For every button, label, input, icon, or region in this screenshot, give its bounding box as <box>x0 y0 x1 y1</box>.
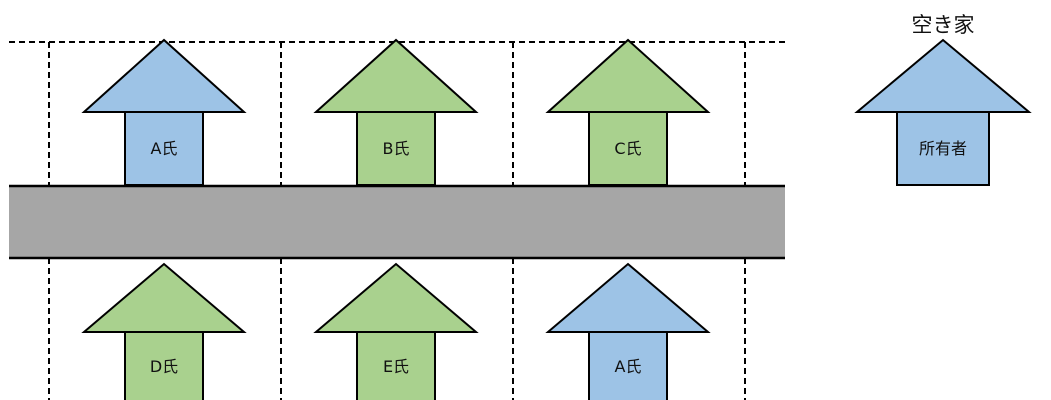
house-lower-2: E氏 <box>313 262 479 400</box>
legend-house-label: 所有者 <box>919 139 967 158</box>
house-owner-label: A氏 <box>151 139 178 158</box>
house-roof <box>545 262 711 333</box>
house-roof <box>81 262 247 333</box>
house-owner-label: B氏 <box>383 139 410 158</box>
house-roof <box>313 38 479 113</box>
legend-house: 所有者 <box>854 38 1032 186</box>
house-body <box>356 111 436 186</box>
house-lower-3: A氏 <box>545 262 711 400</box>
house-roof <box>854 38 1032 113</box>
house-upper-2: B氏 <box>313 38 479 186</box>
house-roof <box>81 38 247 113</box>
house-body <box>896 111 990 186</box>
house-lower-1: D氏 <box>81 262 247 400</box>
house-upper-3: C氏 <box>545 38 711 186</box>
lot-boundaries <box>9 41 785 400</box>
house-body <box>124 331 204 400</box>
house-roof <box>313 262 479 333</box>
house-owner-label: E氏 <box>383 357 409 376</box>
house-body <box>588 331 668 400</box>
house-owner-label: D氏 <box>150 357 178 376</box>
house-body <box>356 331 436 400</box>
legend-title: 空き家 <box>912 13 975 37</box>
house-owner-label: C氏 <box>614 139 641 158</box>
road <box>9 186 785 258</box>
house-owner-label: A氏 <box>615 357 642 376</box>
house-upper-1: A氏 <box>81 38 247 186</box>
house-body <box>124 111 204 186</box>
house-roof <box>545 38 711 113</box>
house-body <box>588 111 668 186</box>
